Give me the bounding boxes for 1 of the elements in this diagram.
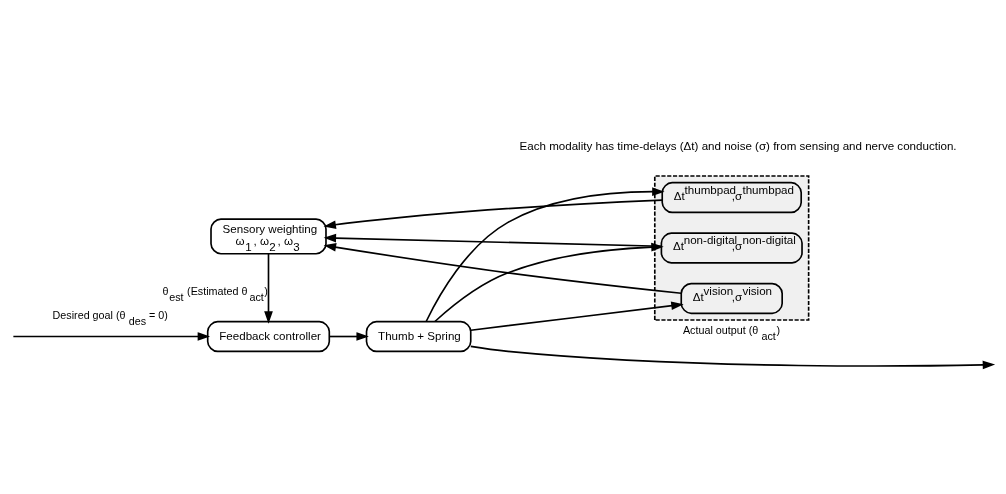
node-label: Each modality has time-delays (Δt) and noise (σ) from sensing and nerve conduction. [519,139,957,152]
